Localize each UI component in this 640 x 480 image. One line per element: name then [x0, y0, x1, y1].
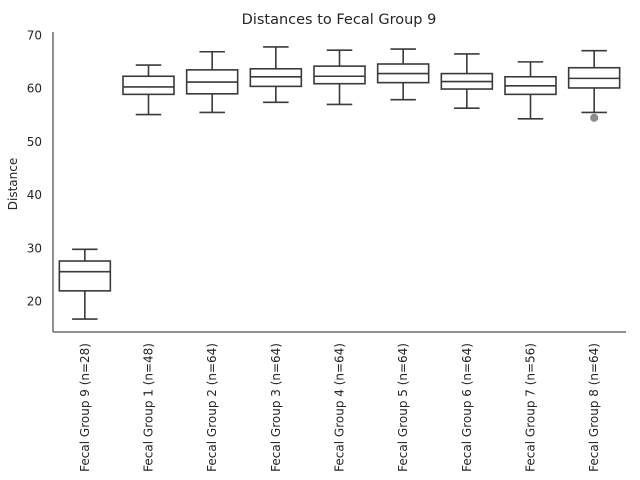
x-tick-label: Fecal Group 5 (n=64): [396, 343, 410, 472]
box-group: [504, 61, 557, 120]
box-group: [313, 49, 366, 106]
y-tick-label: 60: [27, 82, 42, 96]
y-axis-label: Distance: [6, 158, 20, 210]
box-group: [122, 64, 175, 116]
outlier-point: [590, 113, 599, 122]
chart-title: Distances to Fecal Group 9: [242, 12, 437, 28]
y-tick-label: 50: [27, 135, 42, 149]
x-tick-label: Fecal Group 4 (n=64): [333, 343, 347, 472]
box: [313, 65, 366, 85]
box-group: [567, 49, 621, 122]
box-group: [58, 248, 112, 320]
axes: [52, 32, 626, 333]
x-tick-label: Fecal Group 3 (n=64): [269, 343, 283, 472]
x-tick-label: Fecal Group 8 (n=64): [587, 343, 601, 472]
y-tick-label: 40: [27, 188, 42, 202]
x-tick-label: Fecal Group 2 (n=64): [205, 343, 219, 472]
box: [122, 75, 175, 96]
box-group: [440, 53, 494, 110]
box: [58, 260, 112, 292]
y-tick-label: 20: [27, 295, 42, 309]
x-axis-labels: Fecal Group 9 (n=28) Fecal Group 1 (n=48)…: [78, 343, 601, 472]
box-group: [185, 50, 239, 114]
x-tick-label: Fecal Group 7 (n=56): [524, 343, 538, 472]
y-tick-label: 70: [27, 28, 42, 42]
x-tick-label: Fecal Group 9 (n=28): [78, 343, 92, 472]
x-tick-label: Fecal Group 6 (n=64): [460, 343, 474, 472]
y-tick-label: 30: [27, 241, 42, 255]
x-tick-label: Fecal Group 1 (n=48): [142, 343, 156, 472]
box-group: [376, 48, 430, 101]
y-axis-ticks: 20 30 40 50 60 70: [27, 28, 42, 308]
boxes: [58, 46, 621, 320]
box-group: [249, 46, 303, 104]
